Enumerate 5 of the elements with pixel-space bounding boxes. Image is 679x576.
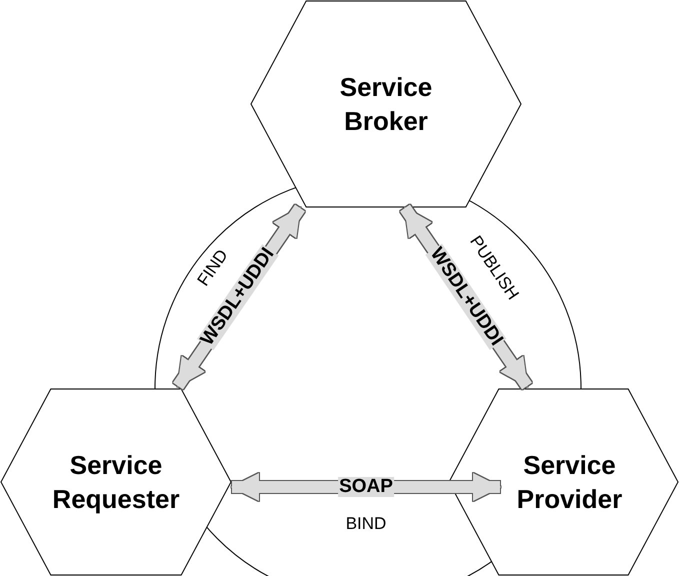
action-label: BIND xyxy=(346,515,386,533)
edge-label: SOAP xyxy=(338,477,394,497)
node-title: Service Requester xyxy=(51,449,181,516)
node-title: Service Broker xyxy=(338,71,434,138)
node-title: Service Provider xyxy=(516,449,624,516)
